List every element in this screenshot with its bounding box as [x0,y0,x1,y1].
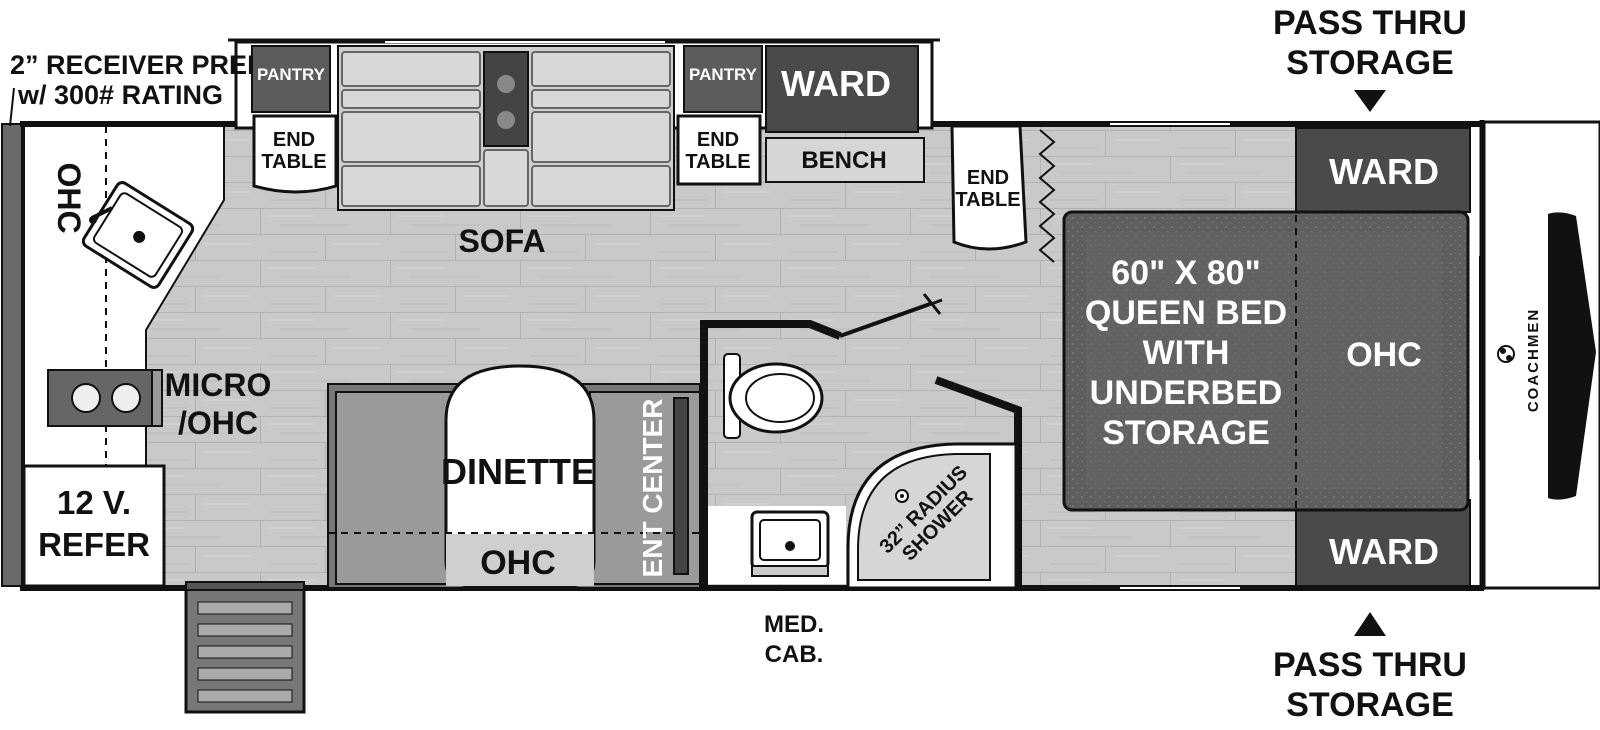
kitchen-faucet-icon [91,206,113,220]
micro-ohc-label-line1: MICRO [165,367,272,403]
end-table-mid [676,114,762,186]
bed-label-line2: QUEEN BED [1085,294,1287,332]
bath-sink [750,510,830,577]
dinette-seat-left [335,391,457,585]
bed-label-line5: STORAGE [1102,414,1270,452]
end-table-mid-label-line1: END [697,129,739,151]
pantry-right-label: PANTRY [689,65,758,84]
micro-ohc-label-line2: /OHC [178,405,258,441]
receiver-prep-label-line2: w/ 300# RATING [17,80,223,110]
bed-label-line1: 60" X 80" [1111,254,1260,292]
cooktop [47,369,163,427]
dinette-ohc-label: OHC [480,544,556,582]
arrow-down-icon [1354,90,1386,112]
shower-wall [934,376,1022,588]
end-table-left [252,114,338,194]
arrow-up-icon [1354,612,1386,636]
door-stop-icon [919,293,943,315]
rear-bumper [1,123,23,587]
bench [765,137,925,183]
bed-label-line4: UNDERBED [1090,374,1283,412]
pass-thru-top-label-line1: PASS THRU [1273,4,1467,42]
bench-label: BENCH [801,147,886,174]
sofa-label: SOFA [458,223,545,259]
end-table-mid-label-line2: TABLE [685,151,750,173]
pass-thru-bottom-label-line1: PASS THRU [1273,646,1467,684]
end-table-bed [950,124,1028,251]
receiver-prep-leader [9,87,15,127]
end-table-bed-label-line2: TABLE [955,189,1020,211]
bath-door [839,302,931,338]
bed-label-line3: WITH [1143,334,1230,372]
pantry-right [683,45,763,113]
faucet-knob-icon [89,216,97,224]
ohc-kitchen-label: OHC [51,162,87,233]
entry-steps [184,581,306,714]
wardrobe-top-label: WARD [1329,151,1439,192]
ent-center-label: ENT CENTER [637,399,668,578]
wardrobe-top [1295,127,1471,213]
toilet [723,353,824,439]
accordion-door [1038,129,1056,263]
sofa [337,45,675,211]
pass-thru-top-label-line2: STORAGE [1286,44,1454,82]
refer-label-line1: 12 V. [57,484,131,521]
end-table-left-label-line1: END [273,129,315,151]
brand-logo-icon [1497,345,1515,363]
pantry-left [251,45,331,113]
pantry-left-label: PANTRY [257,65,326,84]
med-cab-label-line2: CAB. [765,641,824,668]
refrigerator [22,464,166,588]
wardrobe-slide-label: WARD [781,63,891,104]
pass-thru-bottom-label-line2: STORAGE [1286,686,1454,724]
wardrobe-slide [765,45,919,133]
end-table-left-label-line2: TABLE [261,151,326,173]
med-cab-label-line1: MED. [764,611,824,638]
front-window [1548,212,1596,500]
bed-ohc-label: OHC [1346,336,1422,374]
brand-logo-text: COACHMEN [1525,308,1542,412]
dinette-ohc-zone [446,534,594,586]
bed-inner [1086,232,1442,490]
shower [846,442,1018,590]
bath-wall [700,320,842,588]
ent-center-unit [673,397,689,575]
dinette-label: DINETTE [441,451,595,492]
receiver-prep-label-line1: 2” RECEIVER PREP [10,50,265,80]
wardrobe-bottom-label: WARD [1329,531,1439,572]
refer-label-line2: REFER [38,526,150,563]
end-table-bed-label-line1: END [967,167,1009,189]
